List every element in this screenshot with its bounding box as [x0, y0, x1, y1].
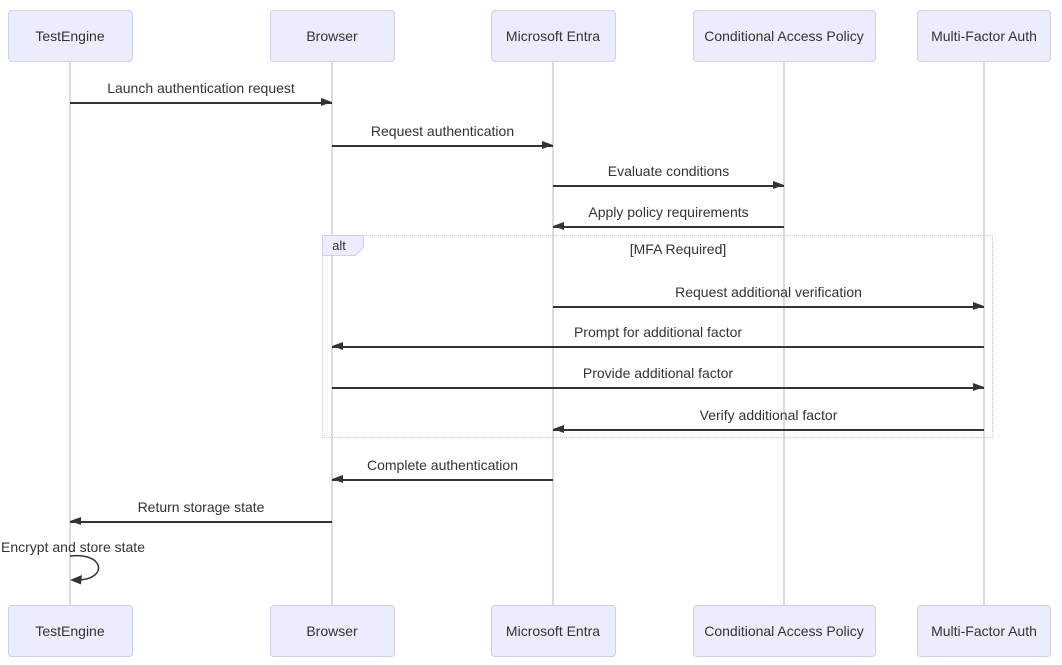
alt-frame-label: alt [322, 235, 364, 256]
lifeline-TestEngine [69, 62, 71, 605]
message-label: Request additional verification [675, 284, 862, 300]
actor-label: Microsoft Entra [505, 623, 601, 639]
actor-bottom-Browser: Browser [269, 605, 395, 657]
lifeline-MicrosoftEntra [552, 62, 554, 605]
message-label: Complete authentication [367, 457, 518, 473]
message-label: Apply policy requirements [588, 204, 749, 220]
message-arrowhead [973, 302, 984, 311]
lifeline-Browser [331, 62, 333, 605]
self-message-loop [58, 551, 118, 594]
lifeline-ConditionalAccessPolicy [783, 62, 785, 605]
message-label: Prompt for additional factor [573, 324, 743, 340]
message-line [553, 226, 784, 228]
message-arrowhead [773, 181, 784, 190]
actor-top-ConditionalAccessPolicy: Conditional Access Policy [692, 10, 876, 62]
actor-label: Conditional Access Policy [704, 28, 864, 44]
actor-label: Browser [306, 28, 358, 44]
message-label: Request authentication [370, 123, 515, 139]
message-arrowhead [553, 425, 564, 434]
message-arrowhead [332, 342, 343, 351]
message-line [332, 145, 553, 147]
message-label: Launch authentication request [107, 80, 295, 96]
alt-frame-label-text: alt [332, 237, 346, 253]
actor-top-TestEngine: TestEngine [7, 10, 133, 62]
actor-label: TestEngine [35, 28, 105, 44]
actor-label: Browser [306, 623, 358, 639]
message-arrowhead [553, 222, 564, 231]
actor-label: Multi-Factor Auth [931, 623, 1037, 639]
message-line [70, 521, 332, 523]
alt-frame-condition: [MFA Required] [629, 241, 727, 257]
alt-label-shape [322, 235, 364, 256]
message-label: Evaluate conditions [607, 163, 730, 179]
message-label: Verify additional factor [699, 407, 838, 423]
message-label: Encrypt and store state [1, 539, 145, 555]
message-line [332, 346, 984, 348]
self-loop-arrow [69, 554, 100, 585]
message-line [332, 387, 984, 389]
message-line [553, 429, 984, 431]
message-arrowhead [332, 475, 343, 484]
message-line [332, 479, 553, 481]
message-line [553, 306, 984, 308]
message-arrowhead [70, 517, 81, 526]
actor-label: Conditional Access Policy [704, 623, 864, 639]
message-label: Return storage state [137, 499, 265, 515]
actor-label: TestEngine [35, 623, 105, 639]
lifeline-MultiFactorAuth [983, 62, 985, 605]
message-arrowhead [542, 141, 553, 150]
message-arrowhead [973, 383, 984, 392]
alt-frame [322, 235, 993, 438]
actor-label: Multi-Factor Auth [931, 28, 1037, 44]
actor-bottom-MultiFactorAuth: Multi-Factor Auth [917, 605, 1051, 657]
message-line [553, 185, 784, 187]
message-arrowhead [321, 98, 332, 107]
actor-top-Browser: Browser [269, 10, 395, 62]
message-line [70, 102, 332, 104]
actor-bottom-ConditionalAccessPolicy: Conditional Access Policy [692, 605, 876, 657]
actor-bottom-TestEngine: TestEngine [7, 605, 133, 657]
actor-bottom-MicrosoftEntra: Microsoft Entra [490, 605, 616, 657]
message-label: Provide additional factor [582, 365, 734, 381]
actor-label: Microsoft Entra [505, 28, 601, 44]
actor-top-MultiFactorAuth: Multi-Factor Auth [917, 10, 1051, 62]
actor-top-MicrosoftEntra: Microsoft Entra [490, 10, 616, 62]
